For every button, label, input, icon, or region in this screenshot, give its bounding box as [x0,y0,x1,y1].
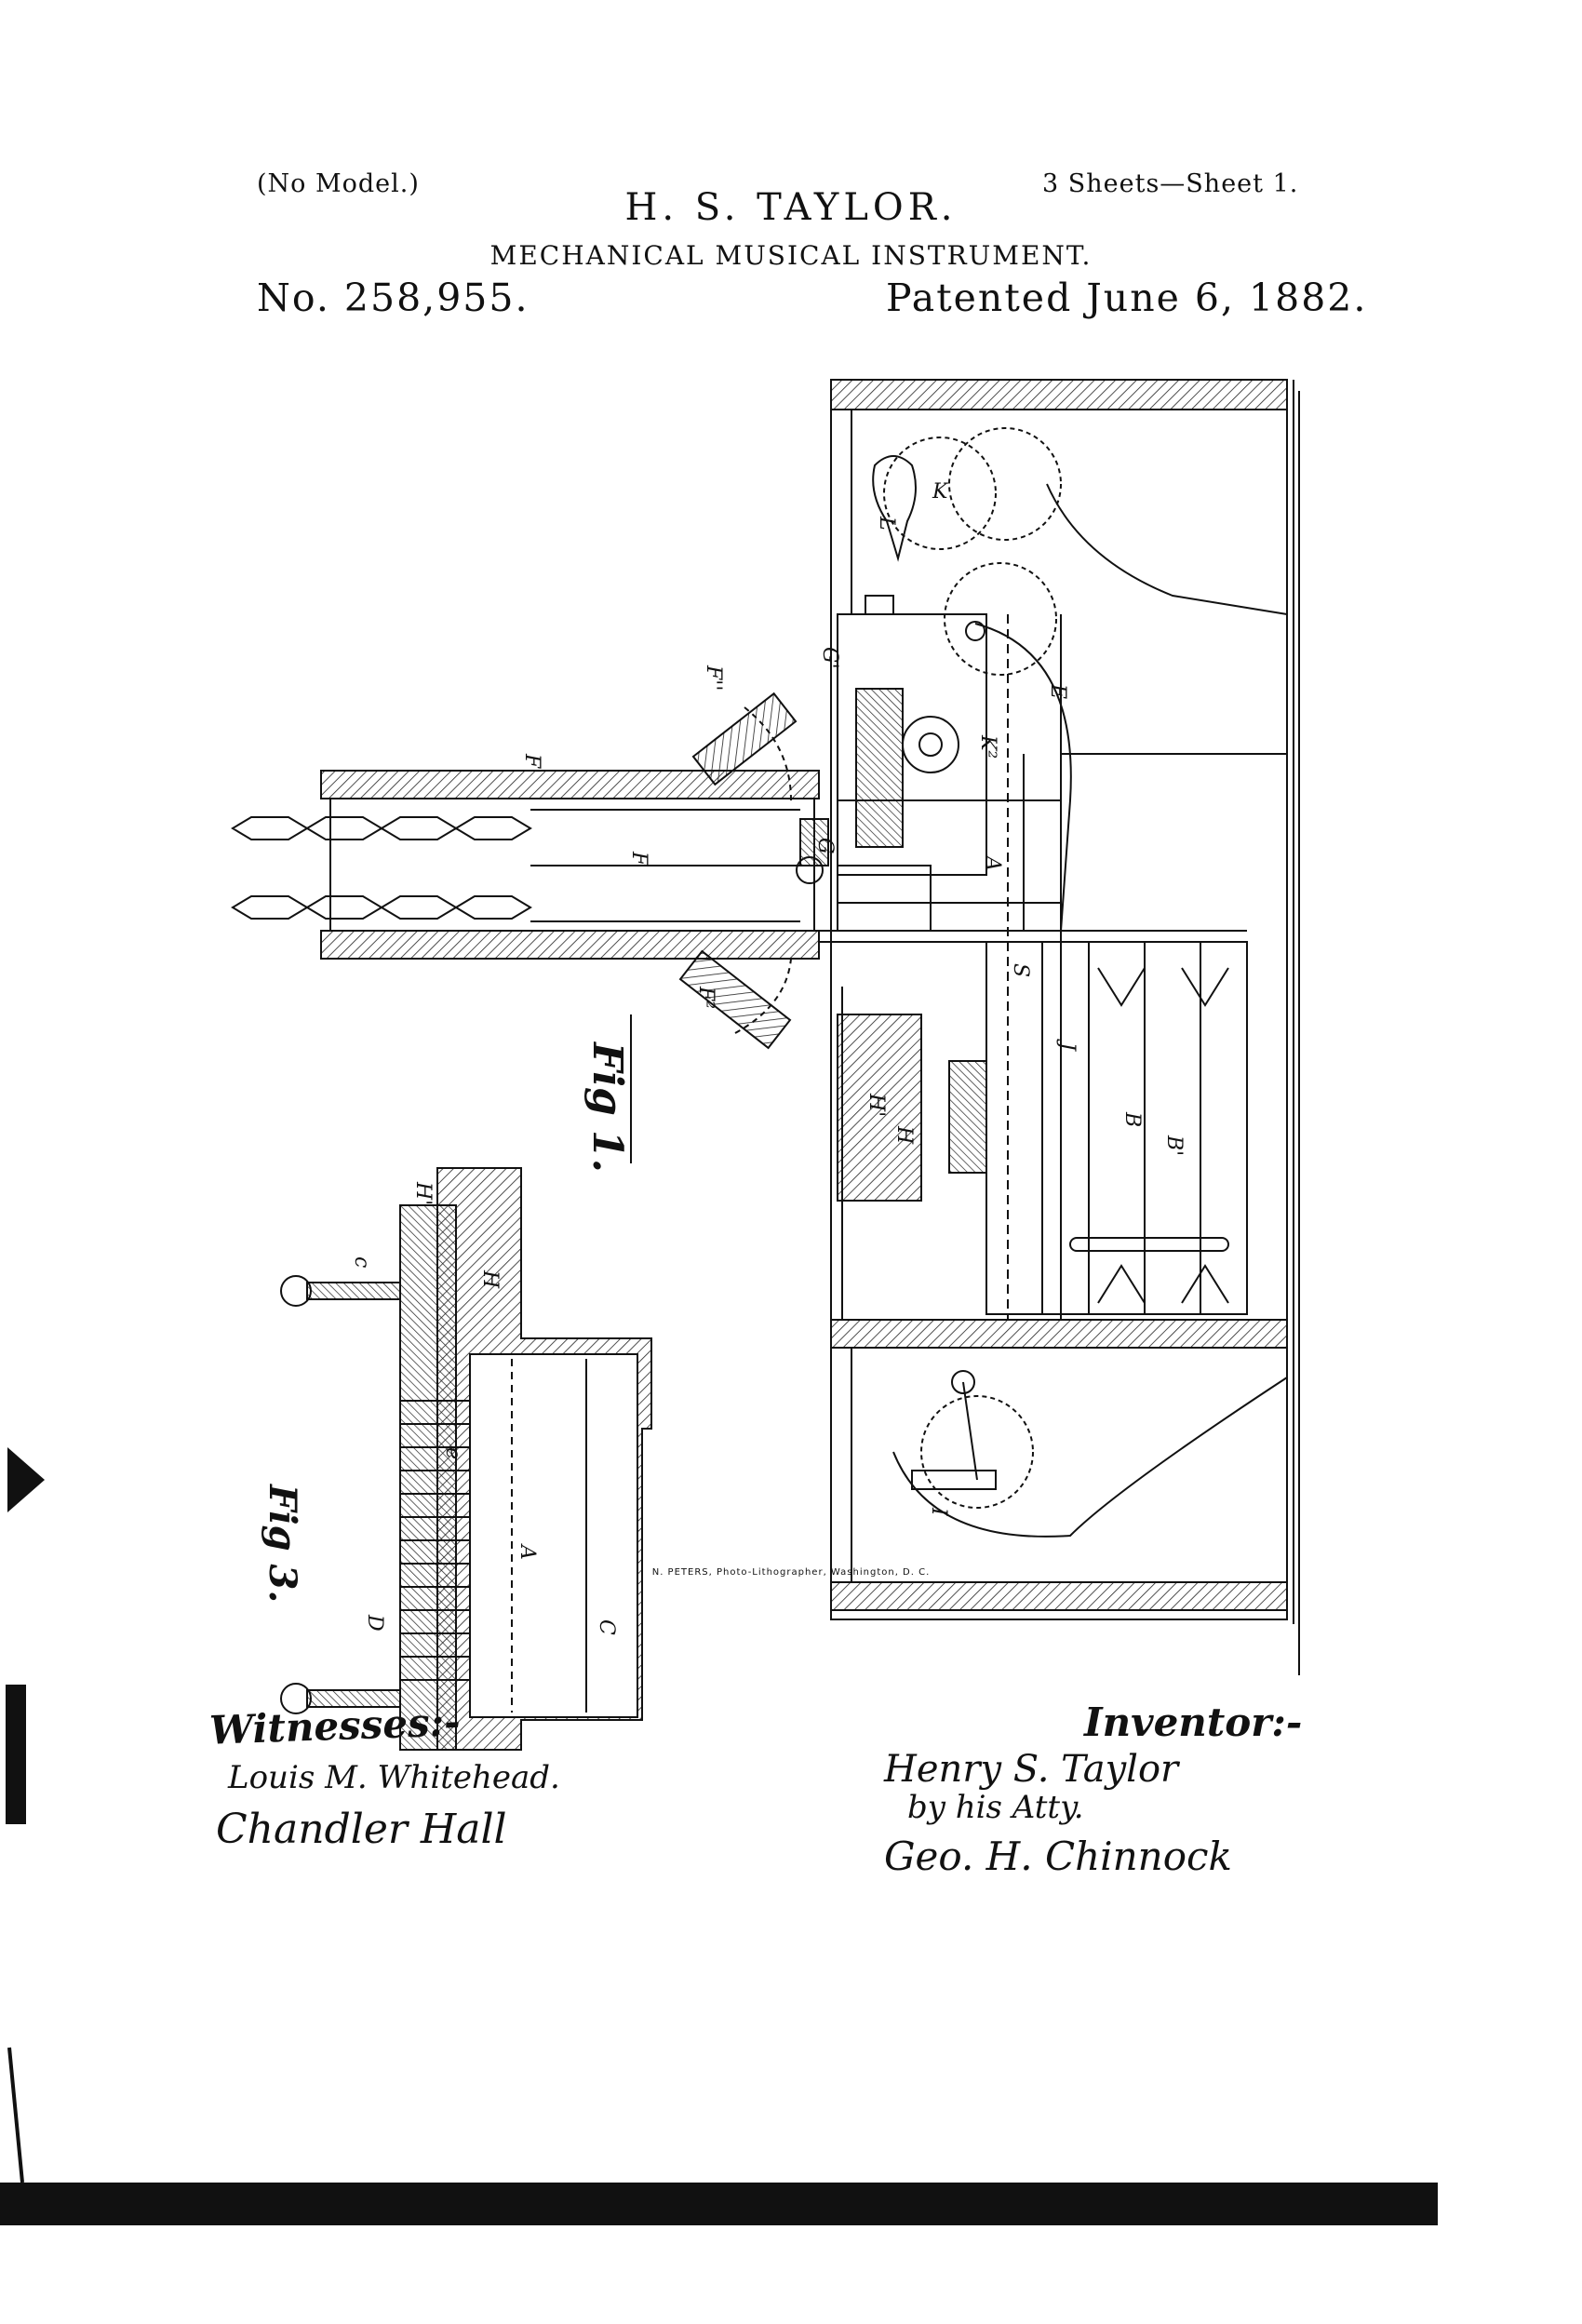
model-note: (No Model.) [257,169,420,198]
scan-artifacts [0,1447,1438,2225]
fig3-letter-h-prime: H' [411,1181,435,1205]
figure-1 [231,379,1300,1675]
letter-s: S [1009,963,1032,977]
bellows-fold-bottom [1097,1264,1229,1304]
flap-arc-lower [734,958,792,1034]
screw-top [280,1275,401,1307]
screw-bottom [280,1683,401,1714]
worm-gear [902,716,959,773]
witness-signature-2: Chandler Hall [216,1806,507,1853]
crank-collar [865,595,894,615]
figure-1-letters: K L F' F'' F² G G' K² E F A S H' H B B' … [520,480,1186,1517]
pipe-top-plate [320,770,820,799]
left-registration-mark [7,1447,45,1512]
belt-wire [974,623,1072,932]
shaft-housing [837,613,987,876]
patent-number: No. 258,955. [257,275,530,320]
gear-k2 [948,427,1062,541]
gear-i [920,1395,1034,1509]
figure-1-caption: Fig 1. [583,1014,632,1173]
spring-coil [799,818,829,866]
letter-i: I [927,1507,950,1517]
inventor-label: Inventor:- [1084,1699,1303,1745]
curved-wall-upper [1046,483,1288,615]
fig3-letter-a: A [516,1543,539,1560]
pipe-row-upper [231,816,532,840]
attorney-signature: Geo. H. Chinnock [884,1834,1232,1879]
bottom-scan-bar [0,2183,1438,2225]
letter-f-double: F'' [702,665,725,691]
invention-title: MECHANICAL MUSICAL INSTRUMENT. [489,240,1093,271]
letter-e: E [1046,683,1069,699]
bellows-clip [1069,1237,1229,1252]
fig3-comb-teeth [400,1400,470,1681]
flap-upper [691,692,798,786]
letter-f-prime: F' [520,753,543,773]
flap-arc-upper [744,706,792,801]
sheet-count: 3 Sheets—Sheet 1. [1042,169,1299,198]
fig3-label: Fig 3. [261,1484,304,1603]
inventor-signature: Henry S. Taylor [884,1748,1179,1791]
printer-credit: N. PETERS, Photo-Lithographer, Washingto… [651,1567,931,1578]
middle-divider [830,1319,1288,1349]
letter-g: G [813,838,837,854]
fig3-letter-d: D [363,1614,386,1632]
fig3-letter-h: H [478,1269,502,1289]
crank-handle-upper [872,455,917,562]
top-wall [830,379,1288,410]
left-edge-bar [6,1685,26,1824]
block-a [837,799,1062,904]
comb-block [948,1060,987,1174]
gear-l [944,562,1057,676]
pulley [965,621,985,641]
letter-f: F [627,851,650,866]
fig3-plate-h [399,1204,457,1751]
letter-h-prime: H' [865,1093,888,1117]
letter-f2: F² [694,986,717,1009]
letter-b: B [1120,1111,1144,1127]
left-edge-line [7,2047,24,2183]
pipe-row-lower [231,895,532,920]
figure-3-letters: H' c H A C D e [350,1181,618,1635]
case-outline [830,379,1288,1620]
letter-k: K [932,480,949,504]
fig3-letter-c: c [350,1256,373,1268]
fig3-letter-e: e [441,1447,464,1459]
figure-3-caption: Fig 3. [261,1484,304,1603]
crank-link [911,1470,997,1490]
letter-k2: K² [976,734,999,759]
witnesses-label: Witnesses:- [208,1699,462,1753]
flap-lower [678,949,792,1050]
figure-3 [280,1167,652,1751]
letter-h: H [892,1125,916,1145]
gear-k [883,437,997,550]
letter-b-prime: B' [1162,1135,1186,1156]
curved-wall-lower [892,1377,1288,1538]
bottom-wall [830,1581,1288,1611]
by-attorney-note: by his Atty. [907,1789,1084,1826]
bellows-fold-top [1097,967,1229,1007]
letter-j: J [1055,1039,1079,1052]
pipe-bottom-plate [320,930,820,960]
letter-l: L [875,516,898,531]
worm-gear-hub [918,732,943,757]
fig1-label: Fig 1. [583,1041,631,1173]
inventor-name-heading: H. S. TAYLOR. [624,186,958,229]
tracker-bar [837,1014,922,1202]
letter-a: A [981,854,1004,871]
fig3-letter-c-upper: C [595,1619,618,1635]
crank-pin [951,1370,975,1394]
witness-signature-1: Louis M. Whitehead. [228,1759,560,1796]
patent-date: Patented June 6, 1882. [886,275,1368,320]
letter-g-prime: G' [818,647,841,669]
fig3-chamber-a [469,1353,638,1718]
crank-arm [962,1381,978,1481]
worm-screw [855,688,904,848]
